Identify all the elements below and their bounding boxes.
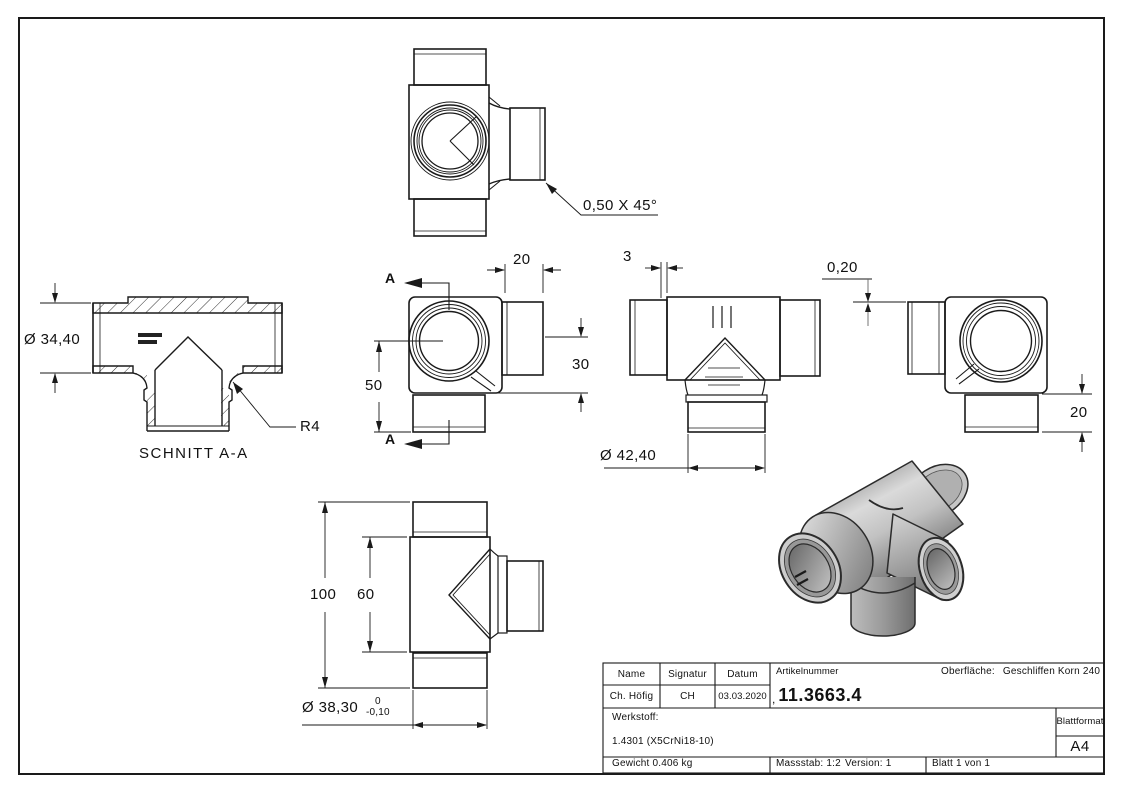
- dia-42-40-label: Ø 42,40: [600, 447, 657, 464]
- datum-label: Datum: [727, 668, 758, 680]
- blattformat-value: A4: [1070, 738, 1090, 755]
- werkstoff-label: Werkstoff:: [612, 712, 659, 723]
- section-arrow-bottom-label: A: [385, 431, 396, 447]
- dim-20-right: 20: [1070, 404, 1088, 421]
- oberflaeche-value: Geschliffen Korn 240: [1002, 666, 1101, 677]
- section-label: SCHNITT A-A: [139, 445, 249, 462]
- radius-note: R4: [300, 418, 320, 435]
- artikelnummer-label: Artikelnummer: [776, 666, 839, 677]
- section-hatch-top: [92, 296, 283, 314]
- gewicht-value: Gewicht 0.406 kg: [612, 758, 693, 769]
- dim-50: 50: [365, 377, 383, 394]
- oberflaeche: Oberfläche: Geschliffen Korn 240: [941, 666, 1100, 677]
- datum-value: 03.03.2020: [718, 690, 767, 702]
- dim-30: 30: [572, 356, 590, 373]
- version-value: Version: 1: [845, 758, 892, 769]
- massstab-value: Massstab: 1:2: [776, 758, 841, 769]
- laser-marking: [138, 340, 157, 344]
- signatur-label: Signatur: [668, 668, 707, 680]
- section-view-linework: [40, 283, 296, 432]
- drawing-frame: [18, 17, 1105, 775]
- blatt-value: Blatt 1 von 1: [932, 758, 991, 769]
- werkstoff-value: 1.4301 (X5CrNi18-10): [612, 736, 714, 747]
- laser-marking: [138, 333, 162, 337]
- bottom-view-linework: [302, 501, 544, 729]
- name-value: Ch. Höfig: [609, 690, 654, 702]
- name-label: Name: [617, 668, 646, 680]
- dim-3: 3: [623, 248, 632, 265]
- tolerance-stack: 0 -0,10: [366, 696, 390, 718]
- artikelnummer-value: ,11.3663.4: [772, 685, 862, 706]
- front-view-linework: [374, 264, 588, 449]
- section-arrow-bottom: [404, 439, 422, 449]
- chamfer-note: 0,50 X 45°: [583, 197, 658, 214]
- blattformat-label: Blattformat: [1056, 715, 1104, 727]
- dim-60: 60: [357, 586, 375, 603]
- t-view-linework: [604, 262, 821, 473]
- dia-38-30-label: Ø 38,30: [302, 699, 359, 716]
- tolerance-upper: 0: [375, 696, 381, 707]
- title-block-grid: [602, 662, 1105, 774]
- dim-20-top: 20: [513, 251, 531, 268]
- dim-100: 100: [310, 586, 337, 603]
- tolerance-lower: -0,10: [366, 706, 390, 718]
- dia-34-40-label: Ø 34,40: [24, 331, 81, 348]
- isometric-render: [778, 460, 969, 637]
- render-bottom-stub: [850, 577, 916, 637]
- dim-0-20: 0,20: [827, 259, 858, 276]
- oberflaeche-label: Oberfläche:: [941, 666, 995, 677]
- top-view-linework: [408, 48, 658, 237]
- side-view-linework: [822, 278, 1092, 452]
- render-marking: [794, 570, 809, 586]
- section-arrow-top: [404, 278, 422, 288]
- radius-leader-arrow: [233, 382, 243, 394]
- chamfer-leader-arrow: [546, 183, 557, 194]
- section-arrow-top-label: A: [385, 270, 396, 286]
- signatur-value: CH: [680, 690, 695, 702]
